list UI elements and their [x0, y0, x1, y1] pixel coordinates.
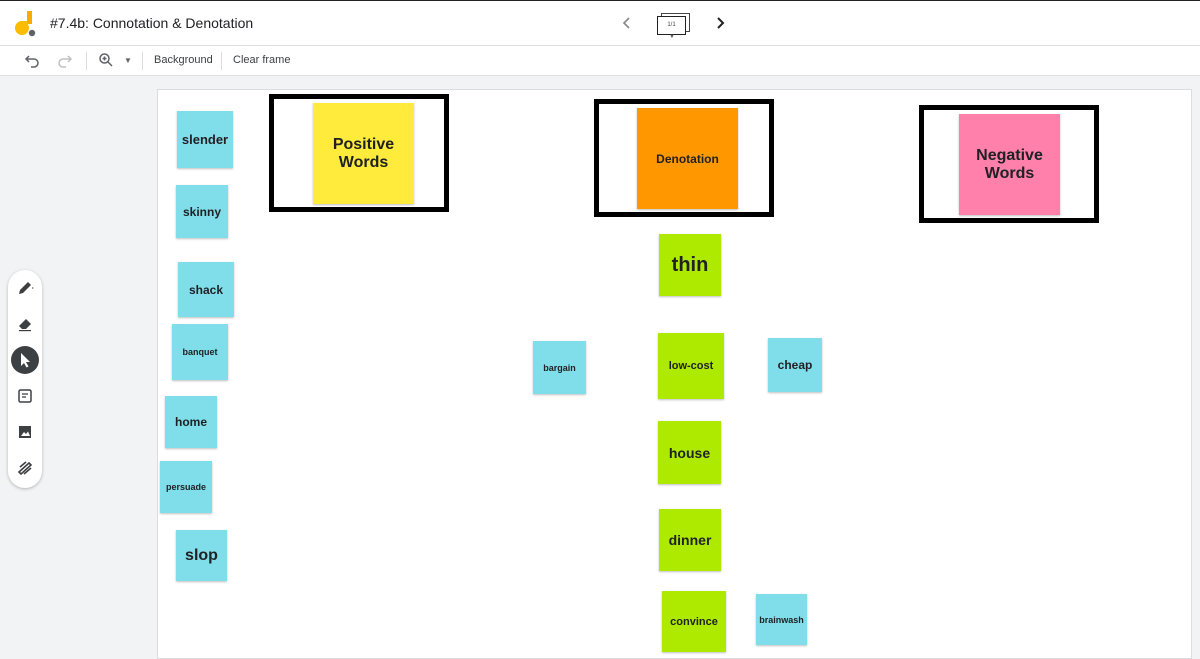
toolbar-divider — [142, 52, 143, 70]
sticky-note-house[interactable]: house — [658, 421, 721, 484]
sticky-note-bargain[interactable]: bargain — [533, 341, 586, 394]
redo-icon — [58, 55, 73, 68]
sticky-note-persuade[interactable]: persuade — [160, 461, 212, 513]
zoom-button[interactable] — [98, 52, 114, 70]
sticky-note-shack[interactable]: shack — [178, 262, 234, 317]
sticky-note-tool-button[interactable] — [11, 382, 39, 410]
select-icon — [21, 353, 30, 368]
toolbar: ▼ Background Clear frame — [0, 46, 1200, 76]
drawn-frame-denotation[interactable] — [594, 99, 774, 217]
redo-button[interactable] — [57, 52, 73, 70]
drawn-frame-negative[interactable] — [919, 105, 1099, 223]
sticky-note-positive-words[interactable]: Positive Words — [313, 103, 414, 204]
background-button[interactable]: Background — [154, 54, 213, 66]
jamboard-logo — [15, 11, 36, 37]
undo-icon — [24, 55, 39, 68]
sticky-note-skinny[interactable]: skinny — [176, 185, 228, 238]
caret-down-icon: ▼ — [124, 56, 132, 65]
sticky-note-slop[interactable]: slop — [176, 530, 227, 581]
sticky-note-convince[interactable]: convince — [662, 591, 726, 652]
document-title[interactable]: #7.4b: Connotation & Denotation — [50, 15, 254, 31]
drawn-frame-positive[interactable] — [269, 94, 449, 212]
laser-tool-button[interactable] — [11, 454, 39, 482]
laser-icon — [17, 461, 33, 476]
sticky-note-slender[interactable]: slender — [177, 111, 233, 168]
sticky-note-thin[interactable]: thin — [659, 234, 721, 296]
sticky-note-denotation[interactable]: Denotation — [637, 108, 738, 209]
image-icon — [19, 426, 31, 438]
frame-bar-toggle[interactable]: 1/1 ▼ — [657, 13, 690, 40]
sticky-note-icon — [18, 389, 32, 403]
sticky-note-banquet[interactable]: banquet — [172, 324, 228, 380]
pen-icon — [19, 282, 34, 294]
sticky-note-low-cost[interactable]: low-cost — [658, 333, 724, 399]
undo-button[interactable] — [24, 52, 40, 70]
sticky-note-brainwash[interactable]: brainwash — [756, 594, 807, 645]
select-tool-button[interactable] — [11, 346, 39, 374]
sticky-note-home[interactable]: home — [165, 396, 217, 448]
zoom-dropdown-button[interactable]: ▼ — [124, 52, 132, 70]
chevron-left-icon — [622, 17, 630, 29]
eraser-tool-button[interactable] — [11, 310, 39, 338]
caret-down-icon: ▼ — [669, 34, 675, 40]
clear-frame-button[interactable]: Clear frame — [233, 54, 291, 66]
toolbar-divider — [86, 52, 87, 70]
drawing-tools-panel — [8, 270, 42, 488]
app-header: #7.4b: Connotation & Denotation 1/1 ▼ — [0, 0, 1200, 46]
zoom-in-icon — [99, 53, 113, 67]
sticky-note-negative-words[interactable]: Negative Words — [959, 114, 1060, 215]
image-tool-button[interactable] — [11, 418, 39, 446]
chevron-right-icon — [717, 17, 725, 29]
pen-tool-button[interactable] — [11, 274, 39, 302]
sticky-note-cheap[interactable]: cheap — [768, 338, 822, 392]
sticky-note-dinner[interactable]: dinner — [659, 509, 721, 571]
toolbar-divider — [221, 52, 222, 70]
frame-counter: 1/1 — [657, 16, 686, 35]
next-frame-button[interactable] — [711, 13, 729, 33]
previous-frame-button[interactable] — [618, 13, 636, 33]
eraser-icon — [19, 319, 31, 332]
